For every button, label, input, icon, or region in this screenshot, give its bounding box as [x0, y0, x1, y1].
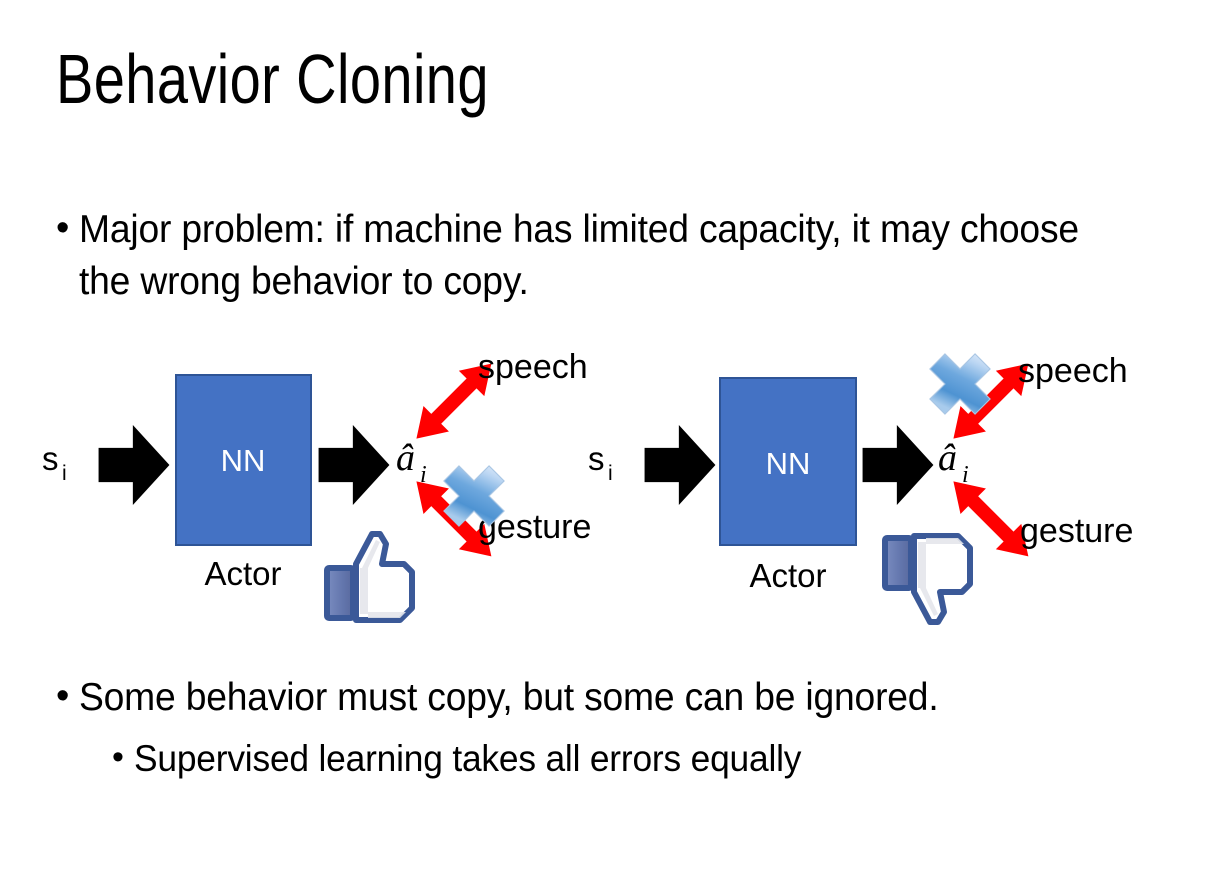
input-state-symbol: s — [42, 440, 59, 477]
input-state-subscript: i — [62, 462, 67, 485]
output-action-symbol: â — [396, 437, 415, 479]
output-action-label-right: â i — [938, 437, 969, 488]
branch-label-gesture: gesture — [1020, 512, 1133, 550]
bullet-text: Major problem: if machine has limited ca… — [79, 208, 1080, 303]
diagram-panel-left: s i NN Actor â i — [42, 348, 591, 620]
actor-caption-right: Actor — [749, 557, 826, 594]
actor-caption-left: Actor — [204, 555, 281, 592]
output-action-symbol: â — [938, 437, 957, 479]
nn-box-left: NN — [175, 374, 312, 546]
branch-speech-right: speech — [940, 350, 1128, 452]
behavior-cloning-diagram: s i NN Actor â i — [0, 330, 1210, 650]
branch-speech-left: speech — [403, 348, 588, 452]
output-action-subscript: i — [420, 462, 427, 488]
output-action-label-left: â i — [396, 437, 427, 488]
output-arrow-icon — [862, 425, 934, 505]
thumbs-up-icon — [327, 534, 412, 620]
bullet-block-top: • Major problem: if machine has limited … — [56, 204, 1146, 308]
branch-gesture-right: gesture — [940, 468, 1133, 570]
bullet-marker-icon: • — [56, 675, 70, 717]
input-state-label-right: s i — [588, 440, 613, 485]
bullet-text: Some behavior must copy, but some can be… — [79, 676, 939, 719]
bullet-marker-icon: • — [112, 738, 124, 776]
input-state-subscript: i — [608, 462, 613, 485]
branch-label-speech: speech — [1018, 352, 1128, 390]
input-arrow-icon — [644, 425, 716, 505]
bullet-marker-icon: • — [56, 207, 70, 249]
bullet-item: • Some behavior must copy, but some can … — [56, 672, 1156, 724]
bullet-item: • Supervised learning takes all errors e… — [112, 733, 1162, 785]
bullet-block-bottom-level2: • Supervised learning takes all errors e… — [112, 733, 1162, 785]
diagram-panel-right: s i NN Actor â i — [588, 338, 1133, 622]
nn-box-right: NN — [719, 377, 857, 546]
branch-label-speech: speech — [478, 348, 588, 386]
input-arrow-icon — [98, 425, 170, 505]
thumbs-down-icon — [885, 536, 970, 622]
page-title: Behavior Cloning — [56, 40, 489, 118]
input-state-label-left: s i — [42, 440, 67, 485]
bullet-text: Supervised learning takes all errors equ… — [133, 738, 802, 779]
nn-box-label: NN — [221, 443, 266, 478]
output-action-subscript: i — [962, 462, 969, 488]
bullet-block-bottom-level1: • Some behavior must copy, but some can … — [56, 672, 1156, 724]
bullet-item: • Major problem: if machine has limited … — [56, 204, 1146, 308]
output-arrow-icon — [318, 425, 390, 505]
nn-box-label: NN — [766, 446, 811, 481]
input-state-symbol: s — [588, 440, 605, 477]
